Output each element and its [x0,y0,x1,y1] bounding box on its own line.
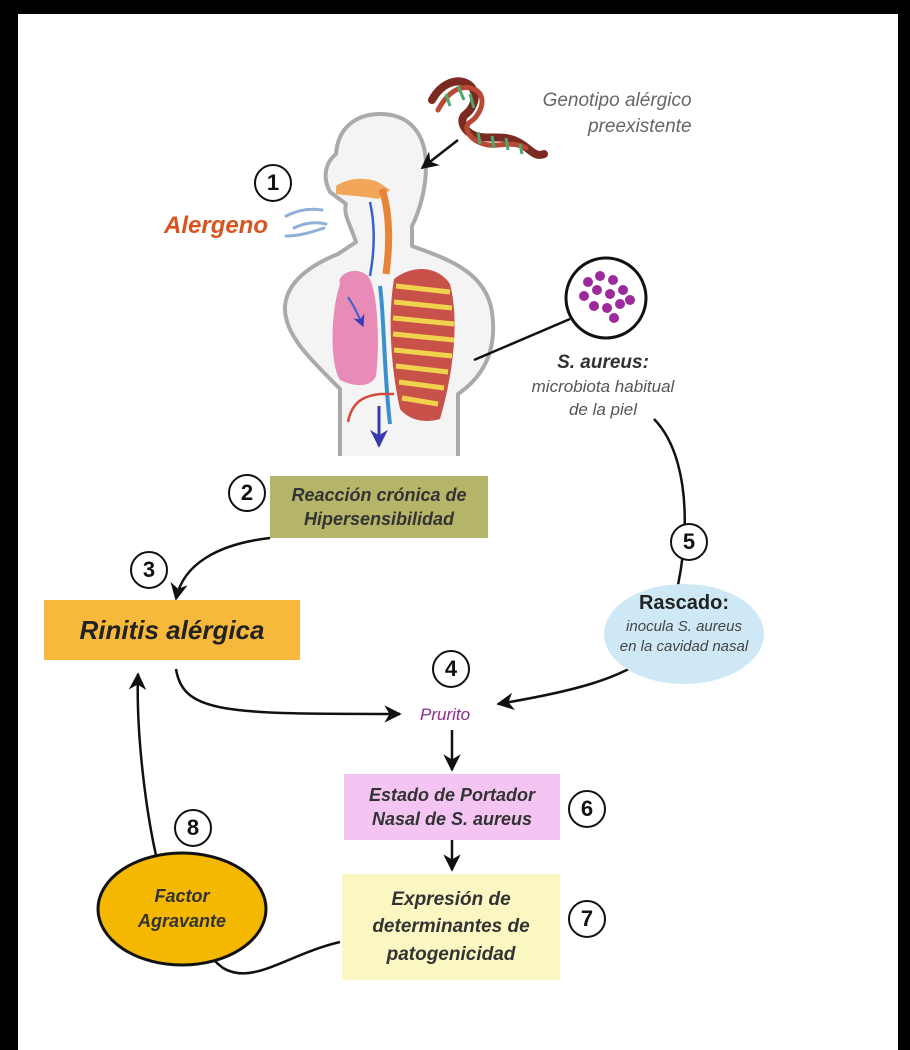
step-5-badge: 5 [670,523,708,561]
genotype-line2: preexistente [516,114,692,140]
genotype-label: Genotipo alérgico preexistente [516,88,692,139]
hypersensitivity-box: Reacción crónica de Hipersensibilidad [270,476,488,538]
expression-line2: determinantes de [372,913,529,941]
carrier-line1: Estado de Portador [369,783,535,807]
aggravating-line1: Factor [154,884,209,909]
arrow-hypersensitivity-to-rhinitis [176,538,270,599]
pruritus-label: Prurito [420,705,470,725]
expression-box: Expresión de determinantes de patogenici… [342,874,560,980]
rhinitis-label: Rinitis alérgica [80,615,265,646]
bacteria-label: S. aureus: microbiota habitual de la pie… [518,350,688,422]
arrow-genotype-to-body [422,140,458,168]
allergen-label: Alergeno [164,212,268,240]
arrow-rhinitis-to-pruritus [176,669,400,714]
scratching-title: Rascado: [604,590,764,617]
step-8-badge: 8 [174,809,212,847]
step-2-badge: 2 [228,474,266,512]
expression-line3: patogenicidad [387,941,516,969]
carrier-box: Estado de Portador Nasal de S. aureus [344,774,560,840]
human-body-illustration [285,114,493,456]
genotype-line1: Genotipo alérgico [516,88,692,114]
bacteria-name: S. aureus: [518,350,688,376]
arrow-factor-to-rhinitis [138,674,158,864]
rhinitis-box: Rinitis alérgica [44,600,300,660]
step-6-badge: 6 [568,790,606,828]
lung [333,271,378,385]
breath-lines [286,209,326,236]
diagram-frame: Genotipo alérgico preexistente Alergeno … [18,14,898,1050]
expression-line1: Expresión de [391,886,510,914]
step-3-badge: 3 [130,551,168,589]
scratching-line3: en la cavidad nasal [604,637,764,657]
step-7-badge: 7 [568,900,606,938]
scratching-label: Rascado: inocula S. aureus en la cavidad… [604,590,764,658]
hypersensitivity-line1: Reacción crónica de [291,483,466,507]
step-4-badge: 4 [432,650,470,688]
aggravating-factor-label: Factor Agravante [102,864,262,954]
hypersensitivity-line2: Hipersensibilidad [304,507,454,531]
bacteria-line2: microbiota habitual [518,376,688,399]
carrier-line2: Nasal de S. aureus [372,807,532,831]
bacteria-line3: de la piel [518,399,688,422]
aggravating-line2: Agravante [138,909,226,934]
step-1-badge: 1 [254,164,292,202]
scratching-line2: inocula S. aureus [604,617,764,637]
